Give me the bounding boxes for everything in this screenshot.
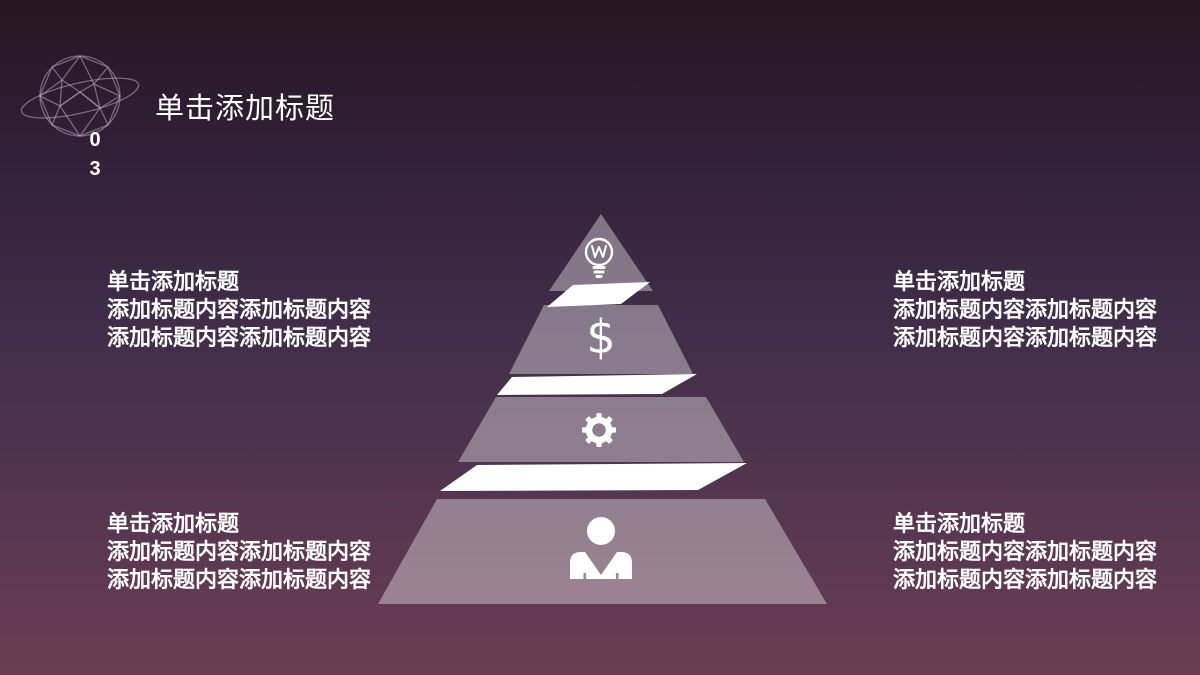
block-line: 添加标题内容添加标题内容 [893,539,1158,564]
text-block-bottom-left: 单击添加标题 添加标题内容添加标题内容 添加标题内容添加标题内容 [107,510,371,594]
slide-title: 单击添加标题 [155,93,336,125]
text-block-bottom-right: 单击添加标题 添加标题内容添加标题内容 添加标题内容添加标题内容 [893,510,1157,594]
pyramid-tier-3 [458,397,744,462]
block-line: 添加标题内容添加标题内容 [893,567,1158,592]
block-heading: 单击添加标题 [107,511,240,536]
globe-wireframe-icon: 0 3 [16,40,144,179]
block-line: 添加标题内容添加标题内容 [893,325,1158,350]
page-number-digit-top: 0 [89,129,101,151]
separator-band-1 [547,282,650,307]
dollar-icon: $ [586,310,615,364]
block-line: 添加标题内容添加标题内容 [107,325,372,350]
separator-band-3 [440,463,747,491]
block-line: 添加标题内容添加标题内容 [107,567,372,592]
block-line: 添加标题内容添加标题内容 [107,539,372,564]
block-heading: 单击添加标题 [107,269,240,294]
text-block-top-right: 单击添加标题 添加标题内容添加标题内容 添加标题内容添加标题内容 [893,268,1157,352]
page-number-digit-bottom: 3 [89,158,101,180]
block-line: 添加标题内容添加标题内容 [893,297,1158,322]
block-heading: 单击添加标题 [893,511,1026,536]
block-heading: 单击添加标题 [893,269,1026,294]
text-block-top-left: 单击添加标题 添加标题内容添加标题内容 添加标题内容添加标题内容 [107,268,371,352]
person-icon [570,517,632,579]
globe-svg [20,55,140,137]
pyramid-tier-4 [378,499,827,604]
gear-icon [582,413,616,447]
lightbulb-icon [584,237,614,278]
separator-band-2 [497,374,697,395]
pyramid-tier-2 [509,305,693,374]
block-line: 添加标题内容添加标题内容 [107,297,372,322]
